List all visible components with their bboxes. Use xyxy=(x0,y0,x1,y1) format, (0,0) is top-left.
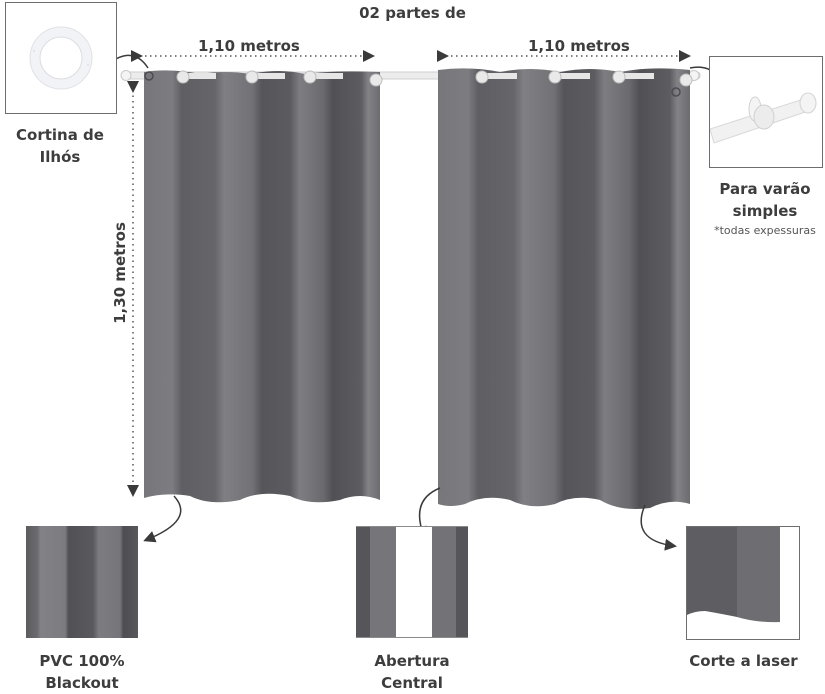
rod-note: *todas expessuras xyxy=(714,224,816,237)
opening-label-line2: Central xyxy=(381,674,443,692)
laser-label: Corte a laser xyxy=(689,652,798,670)
blackout-label-line2: Blackout xyxy=(45,674,119,692)
laser-callout-arrow xyxy=(640,504,677,551)
laser-cut-hem-icon xyxy=(687,527,780,623)
height-label: 1,30 metros xyxy=(111,222,129,324)
fabric-swatch-icon xyxy=(26,526,138,638)
grommet-feature-box xyxy=(5,2,117,114)
grommet-label-line1: Cortina de xyxy=(16,126,104,144)
blackout-label-line1: PVC 100% xyxy=(39,652,125,670)
rod-end-left xyxy=(120,70,132,81)
rod-feature-box xyxy=(709,56,823,168)
central-opening-icon xyxy=(356,526,468,638)
opening-label: Abertura Central xyxy=(352,650,472,694)
rod-label: Para varão simples xyxy=(705,178,825,222)
left-width-label: 1,10 metros xyxy=(198,37,300,55)
opening-label-line1: Abertura xyxy=(374,652,450,670)
page-title: 02 partes de xyxy=(359,4,466,22)
grommet-label: Cortina de Ilhós xyxy=(0,124,120,168)
blackout-feature-box xyxy=(26,526,138,638)
right-width-label: 1,10 metros xyxy=(528,37,630,55)
blackout-label: PVC 100% Blackout xyxy=(22,650,142,694)
opening-feature-box xyxy=(356,526,468,638)
curtain-rod-icon xyxy=(710,92,817,144)
rod-label-line2: simples xyxy=(732,202,798,220)
grommet-label-line2: Ilhós xyxy=(39,148,81,166)
right-curtain-panel xyxy=(438,68,690,510)
blackout-callout-arrow xyxy=(143,495,182,543)
left-grommets xyxy=(144,70,383,87)
rod-label-line1: Para varão xyxy=(719,180,811,198)
grommet-ring-icon xyxy=(29,26,93,90)
right-grommets xyxy=(475,70,693,97)
laser-feature-box xyxy=(686,526,800,640)
left-curtain-panel xyxy=(144,70,380,503)
